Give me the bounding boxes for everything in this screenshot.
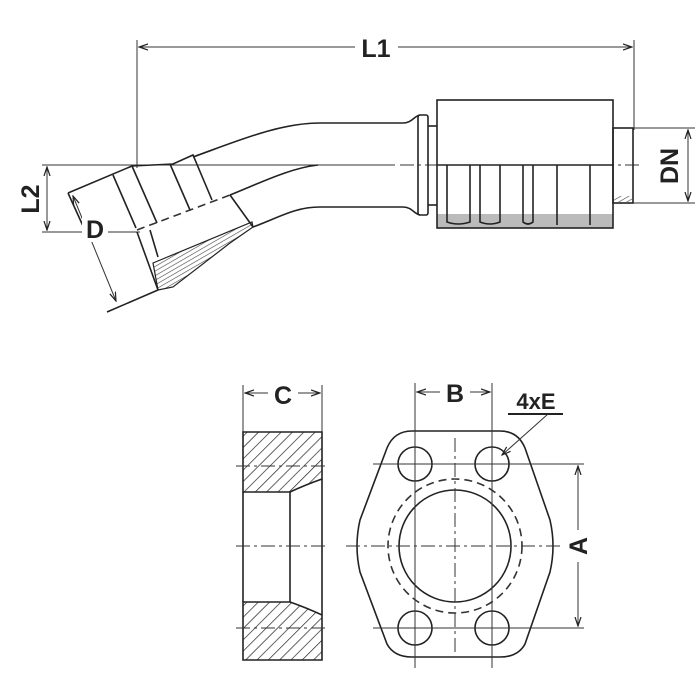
insert-stub xyxy=(612,127,634,204)
l1-label: L1 xyxy=(361,35,390,63)
collar xyxy=(417,114,429,216)
nut-section-hatch xyxy=(152,221,254,291)
ferrule-shade xyxy=(437,214,613,228)
l2-label: L2 xyxy=(17,184,45,213)
tube-bottom-edge xyxy=(252,206,421,228)
d-dimension-line xyxy=(73,196,116,301)
d-label: D xyxy=(86,216,104,244)
ferrule-outline xyxy=(436,99,614,229)
e-label: 4xE xyxy=(516,389,555,414)
b-label: B xyxy=(446,380,464,408)
dn-label: DN xyxy=(656,148,684,184)
ferrule-grooves xyxy=(446,165,591,225)
flange-bore-lines xyxy=(242,479,323,615)
a-label: A xyxy=(565,537,593,555)
tube-top-edge xyxy=(192,114,421,158)
flange-side-view: C xyxy=(236,382,329,661)
flange-outline xyxy=(356,430,554,658)
flange-front-view: B 4xE A xyxy=(346,380,593,668)
angled-nut xyxy=(67,153,254,313)
tube-inner-edge xyxy=(229,164,319,196)
ferrule xyxy=(436,99,614,229)
hose-fitting-view: L1 L2 DN xyxy=(17,35,695,313)
e-leader-line xyxy=(502,413,549,455)
flange-bottom-section xyxy=(242,601,323,661)
d-label-bg xyxy=(82,212,108,242)
nut-hidden-line xyxy=(136,194,231,231)
flange-top-section xyxy=(242,431,323,493)
stub-hatch xyxy=(614,196,632,202)
c-label: C xyxy=(274,382,292,410)
